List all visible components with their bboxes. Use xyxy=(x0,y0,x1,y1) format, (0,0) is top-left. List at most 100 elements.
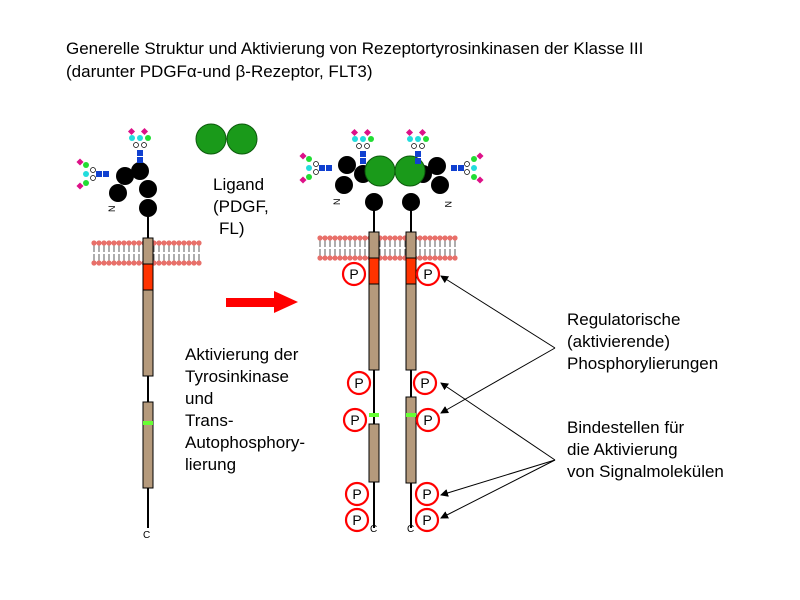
inactive-receptor: N C xyxy=(107,162,157,541)
lipid-head xyxy=(181,260,187,266)
lipid-head xyxy=(337,235,343,241)
glycan-tree xyxy=(299,152,332,184)
lipid-head xyxy=(387,235,393,241)
phospho-site: P xyxy=(415,261,441,287)
lipid-head xyxy=(332,235,338,241)
activation-label: Aktivierung der Tyrosinkinase und Trans-… xyxy=(185,344,305,476)
lipid-head xyxy=(422,255,428,261)
lipid-head xyxy=(191,240,197,246)
lipid-head xyxy=(442,235,448,241)
lipid-head xyxy=(196,260,202,266)
lipid-head xyxy=(126,240,132,246)
ligand-dimer xyxy=(195,123,258,155)
glycan-tree xyxy=(76,158,109,190)
ig-domain xyxy=(139,180,157,198)
title-line-2: (darunter PDGFα-und β-Rezeptor, FLT3) xyxy=(66,62,373,81)
ig-domain xyxy=(431,176,449,194)
lipid-head xyxy=(382,235,388,241)
ig-domain xyxy=(365,193,383,211)
lipid-head xyxy=(161,240,167,246)
ligand-label-line: (PDGF, xyxy=(213,197,269,216)
lipid-head xyxy=(101,260,107,266)
lipid-head xyxy=(317,255,323,261)
ig-domain xyxy=(338,156,356,174)
ig-domain xyxy=(335,176,353,194)
lipid-head xyxy=(166,240,172,246)
kinase-insert xyxy=(369,413,379,417)
lipid-head xyxy=(126,260,132,266)
lipid-head xyxy=(131,240,137,246)
ig-domain xyxy=(428,157,446,175)
n-terminus-label: N xyxy=(332,199,342,206)
lipid-head xyxy=(96,260,102,266)
activation-label-line: Trans- xyxy=(185,411,234,430)
lipid-head xyxy=(397,235,403,241)
membrane-right xyxy=(317,235,458,261)
lipid-head xyxy=(101,240,107,246)
lipid-head xyxy=(432,255,438,261)
phospho-label: P xyxy=(349,266,358,282)
lipid-head xyxy=(322,255,328,261)
lipid-head xyxy=(382,255,388,261)
phospho-label: P xyxy=(354,375,363,391)
lipid-head xyxy=(432,235,438,241)
receptor-juxtamembrane xyxy=(368,257,380,285)
regulatory-phosphorylation-label: Regulatorische (aktivierende) Phosphoryl… xyxy=(567,309,718,375)
ig-domain xyxy=(131,162,149,180)
lipid-head xyxy=(447,255,453,261)
c-terminus-label: C xyxy=(143,530,150,541)
lipid-head xyxy=(362,235,368,241)
lipid-head xyxy=(342,255,348,261)
kinase-insert xyxy=(406,413,416,417)
lipid-head xyxy=(322,235,328,241)
lipid-head xyxy=(362,255,368,261)
ig-domain xyxy=(139,199,157,217)
kinase-insert xyxy=(143,421,153,425)
lipid-head xyxy=(417,235,423,241)
lipid-head xyxy=(91,260,97,266)
binding-label-line: die Aktivierung xyxy=(567,440,678,459)
lipid-head xyxy=(106,240,112,246)
lipid-head xyxy=(357,235,363,241)
lipid-head xyxy=(166,260,172,266)
regulatory-label-line: (aktivierende) xyxy=(567,332,670,351)
lipid-head xyxy=(171,240,177,246)
lipid-head xyxy=(347,235,353,241)
lipid-head xyxy=(186,260,192,266)
lipid-head xyxy=(176,260,182,266)
annotation-lines xyxy=(440,275,556,519)
phospho-label: P xyxy=(422,512,431,528)
phospho-label: P xyxy=(423,412,432,428)
phospho-label: P xyxy=(420,375,429,391)
binding-label-line: von Signalmolekülen xyxy=(567,462,724,481)
lipid-head xyxy=(342,235,348,241)
lipid-head xyxy=(131,260,137,266)
activation-label-line: Aktivierung der xyxy=(185,345,299,364)
kinase-domain-2 xyxy=(142,401,154,489)
receptor-transmembrane xyxy=(142,237,154,265)
phospho-label: P xyxy=(352,486,361,502)
glycan-tree xyxy=(451,152,484,184)
lipid-head xyxy=(437,255,443,261)
lipid-head xyxy=(186,240,192,246)
glycan-tree xyxy=(127,127,151,163)
activation-label-line: lierung xyxy=(185,455,237,474)
lipid-head xyxy=(106,260,112,266)
lipid-head xyxy=(156,260,162,266)
phospho-label: P xyxy=(423,266,432,282)
title-line-1: Generelle Struktur und Aktivierung von R… xyxy=(66,39,644,58)
lipid-head xyxy=(181,240,187,246)
receptor-transmembrane xyxy=(368,231,380,259)
lipid-head xyxy=(136,240,142,246)
ig-domain xyxy=(109,184,127,202)
lipid-head xyxy=(417,255,423,261)
activation-arrow xyxy=(226,291,298,313)
active-receptor-dimer: N N C C xyxy=(332,155,453,535)
phospho-site: P xyxy=(344,481,370,507)
lipid-head xyxy=(357,255,363,261)
kinase-domain-2 xyxy=(368,423,380,483)
phospho-label: P xyxy=(422,486,431,502)
lipid-head xyxy=(91,240,97,246)
phospho-site: P xyxy=(415,407,441,433)
